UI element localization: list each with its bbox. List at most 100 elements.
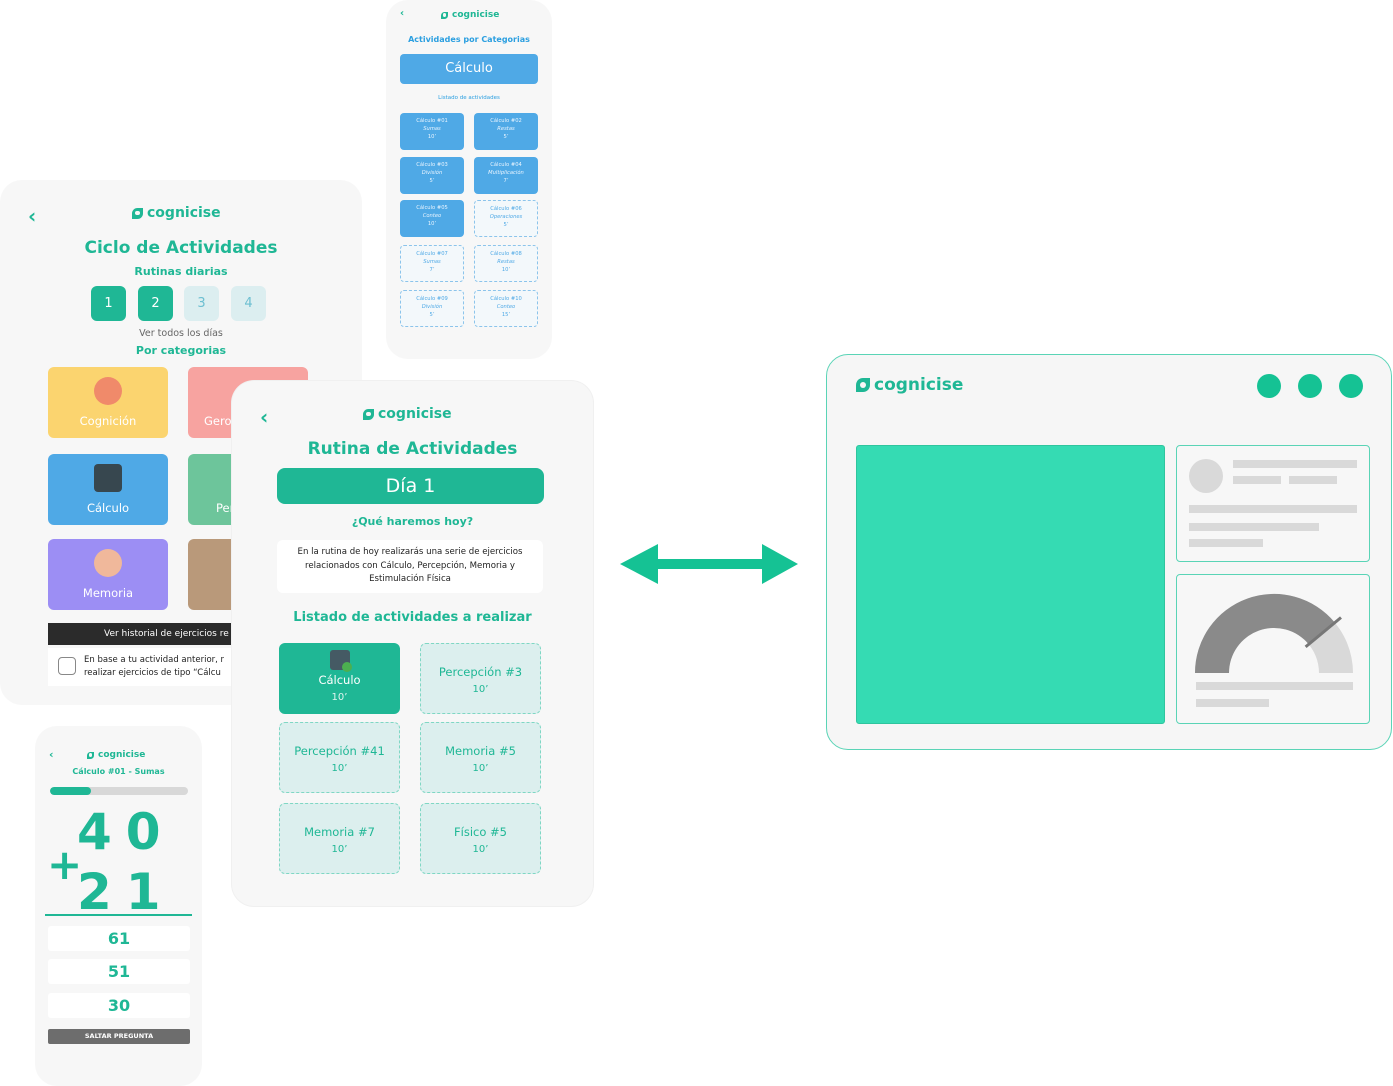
activity-name: Cálculo #07	[416, 251, 448, 257]
double-arrow-icon	[620, 544, 798, 584]
activity-name: Cálculo #01	[416, 118, 448, 124]
activity-type: Conteo	[496, 304, 516, 310]
screen-title: Actividades por Categorias	[408, 35, 530, 44]
activity-tile-memoria-7[interactable]: Memoria #7 10’	[279, 803, 400, 874]
activity-time: 5’	[503, 134, 509, 140]
activity-name: Cálculo #05	[416, 205, 448, 211]
activity-type: Restas	[497, 259, 515, 265]
list-title: Listado de actividades	[438, 95, 500, 101]
brand-logo: cognicise	[363, 406, 452, 422]
activity-tile-calculo[interactable]: Cálculo 10’	[279, 643, 400, 714]
double-arrow-shape	[620, 544, 798, 584]
skip-question-button[interactable]: SALTAR PREGUNTA	[48, 1029, 190, 1044]
activity-routine-screen: ‹ cognicise Rutina de Actividades Día 1 …	[232, 381, 593, 906]
activity-type: Conteo	[422, 213, 442, 219]
gauge-card-placeholder	[1176, 574, 1370, 724]
leaf-logo-icon	[87, 751, 94, 759]
window-dot-3[interactable]	[1339, 374, 1363, 398]
answer-option-2[interactable]: 51	[48, 959, 190, 984]
hero-placeholder	[856, 445, 1165, 724]
category-card-cognicion[interactable]: Cognición	[48, 367, 168, 438]
brand-logo: cognicise	[132, 205, 221, 221]
activity-type: División	[421, 170, 443, 176]
brand-logo: cognicise	[87, 750, 145, 760]
activity-type: Operaciones	[489, 214, 523, 220]
activity-time: 5’	[429, 312, 435, 318]
category-activities-screen: ‹ cognicise Actividades por Categorias C…	[386, 0, 552, 359]
screen-title: Rutina de Actividades	[307, 439, 518, 459]
text-line-placeholder	[1189, 539, 1263, 547]
leaf-logo-icon	[441, 11, 448, 19]
day-button-4[interactable]: 4	[231, 286, 266, 321]
category-card-memoria[interactable]: Memoria	[48, 539, 168, 610]
calculator-icon	[94, 464, 122, 492]
activity-time: 7’	[429, 267, 435, 273]
activity-type: Sumas	[423, 126, 441, 132]
head-icon	[94, 549, 122, 577]
activity-name: Cálculo #08	[490, 251, 522, 257]
operand-2: 21	[77, 863, 175, 921]
back-chevron-icon[interactable]: ‹	[28, 204, 37, 228]
addition-exercise-screen: ‹ cognicise Cálculo #01 - Sumas 40 + 21 …	[35, 726, 202, 1086]
screen-title: Ciclo de Actividades	[84, 238, 278, 258]
activity-name: Cálculo #03	[416, 162, 448, 168]
activity-tile-percepcion-3[interactable]: Percepción #3 10’	[420, 643, 541, 714]
question-heading: ¿Qué haremos hoy?	[351, 515, 474, 528]
leaf-logo-icon	[132, 207, 143, 219]
daily-routines-label: Rutinas diarias	[134, 265, 228, 278]
answer-option-1[interactable]: 61	[48, 926, 190, 951]
activity-time: 15’	[501, 312, 511, 318]
activity-name: Cálculo #04	[490, 162, 522, 168]
activity-time: 7’	[503, 178, 509, 184]
progress-bar	[50, 787, 188, 795]
calculator-icon	[329, 650, 352, 672]
category-card-calculo[interactable]: Cálculo	[48, 454, 168, 525]
day-button-3[interactable]: 3	[184, 286, 219, 321]
plus-operator: +	[47, 840, 83, 889]
profile-card-placeholder	[1176, 445, 1370, 562]
see-all-days-link[interactable]: Ver todos los días	[139, 328, 223, 339]
back-chevron-icon[interactable]: ‹	[260, 405, 269, 429]
activity-tile-memoria-5[interactable]: Memoria #5 10’	[420, 722, 541, 793]
brain-icon	[94, 377, 122, 405]
text-line-placeholder	[1196, 682, 1353, 690]
text-line-placeholder	[1189, 523, 1319, 531]
day-button-2[interactable]: 2	[138, 286, 173, 321]
answer-option-3[interactable]: 30	[48, 993, 190, 1018]
back-chevron-icon[interactable]: ‹	[400, 8, 405, 19]
activity-tile-fisico-5[interactable]: Físico #5 10’	[420, 803, 541, 874]
exercise-title: Cálculo #01 - Sumas	[72, 767, 165, 776]
progress-fill	[50, 787, 92, 795]
activity-time: 10’	[427, 134, 437, 140]
brand-logo: cognicise	[441, 10, 499, 20]
back-chevron-icon[interactable]: ‹	[49, 748, 54, 761]
activity-tile-percepcion-41[interactable]: Percepción #41 10’	[279, 722, 400, 793]
gauge-chart	[1195, 593, 1353, 673]
activity-name: Cálculo #10	[490, 296, 522, 302]
routine-description: En la rutina de hoy realizarás una serie…	[277, 540, 543, 593]
operand-1: 40	[77, 803, 175, 861]
leaf-logo-icon	[363, 408, 374, 420]
text-line-placeholder	[1196, 699, 1269, 707]
activity-type: Restas	[497, 126, 515, 132]
text-line-placeholder	[1233, 476, 1281, 484]
activity-type: División	[421, 304, 443, 310]
by-categories-label: Por categorias	[135, 344, 227, 357]
activity-name: Cálculo #09	[416, 296, 448, 302]
text-line-placeholder	[1289, 476, 1337, 484]
gauge-needle	[1304, 616, 1342, 649]
window-dot-2[interactable]	[1298, 374, 1322, 398]
window-dot-1[interactable]	[1257, 374, 1281, 398]
selected-category-button[interactable]: Cálculo	[400, 54, 538, 84]
day-button-1[interactable]: 1	[91, 286, 126, 321]
